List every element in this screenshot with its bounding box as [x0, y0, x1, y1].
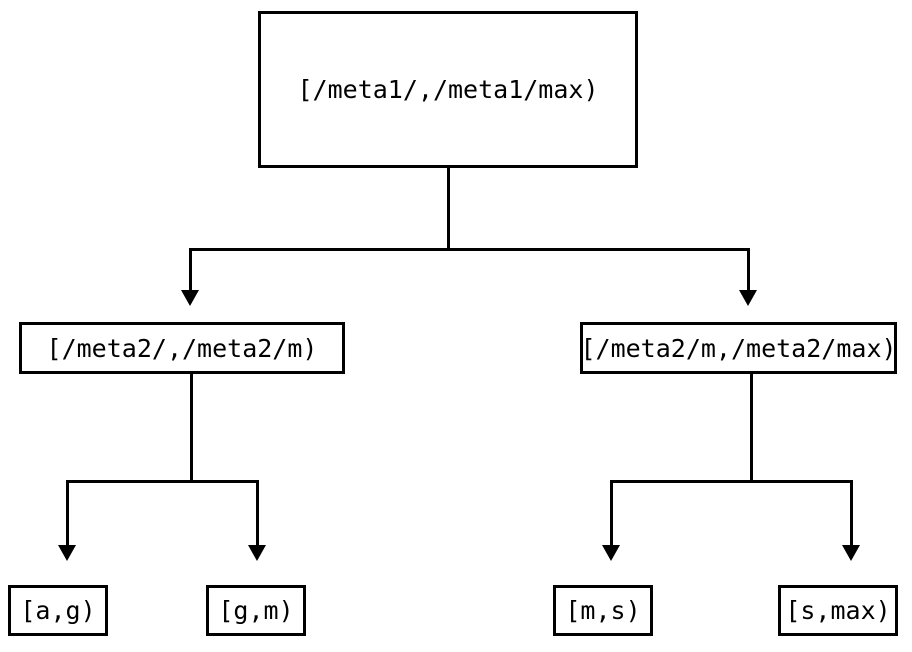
node-leaf-a-g[interactable]: [a,g) — [8, 585, 108, 636]
node-mid-left-label: [/meta2/,/meta2/m) — [46, 333, 318, 363]
node-leaf-m-s-label: [m,s) — [565, 596, 641, 625]
arrowhead-mid-right-to-leaf3 — [602, 545, 620, 561]
edge-root-bus — [189, 248, 750, 251]
edge-root-to-mid-left-drop — [189, 248, 192, 292]
edge-mid-left-bus — [66, 480, 259, 483]
arrowhead-mid-left-to-leaf1 — [58, 545, 76, 561]
node-root[interactable]: [/meta1/,/meta1/max) — [258, 11, 638, 168]
node-leaf-a-g-label: [a,g) — [20, 596, 96, 625]
node-mid-right[interactable]: [/meta2/m,/meta2/max) — [580, 322, 897, 374]
arrowhead-mid-right-to-leaf4 — [842, 545, 860, 561]
edge-mid-right-to-leaf3-drop — [610, 480, 613, 547]
node-leaf-m-s[interactable]: [m,s) — [553, 585, 653, 636]
edge-mid-left-to-leaf2-drop — [256, 480, 259, 547]
edge-mid-right-stem — [750, 374, 753, 482]
node-leaf-s-max-label: [s,max) — [785, 596, 891, 625]
edge-mid-right-bus — [610, 480, 853, 483]
edge-mid-left-to-leaf1-drop — [66, 480, 69, 547]
edge-mid-left-stem — [190, 374, 193, 482]
edge-root-stem — [447, 168, 450, 250]
node-leaf-s-max[interactable]: [s,max) — [778, 585, 898, 636]
arrowhead-mid-left-to-leaf2 — [248, 545, 266, 561]
node-leaf-g-m[interactable]: [g,m) — [206, 585, 306, 636]
edge-root-to-mid-right-drop — [747, 248, 750, 292]
node-mid-right-label: [/meta2/m,/meta2/max) — [580, 333, 897, 363]
node-mid-left[interactable]: [/meta2/,/meta2/m) — [19, 322, 345, 374]
node-leaf-g-m-label: [g,m) — [218, 596, 294, 625]
node-root-label: [/meta1/,/meta1/max) — [297, 75, 599, 104]
arrowhead-root-to-mid-right — [739, 290, 757, 306]
arrowhead-root-to-mid-left — [181, 290, 199, 306]
edge-mid-right-to-leaf4-drop — [850, 480, 853, 547]
